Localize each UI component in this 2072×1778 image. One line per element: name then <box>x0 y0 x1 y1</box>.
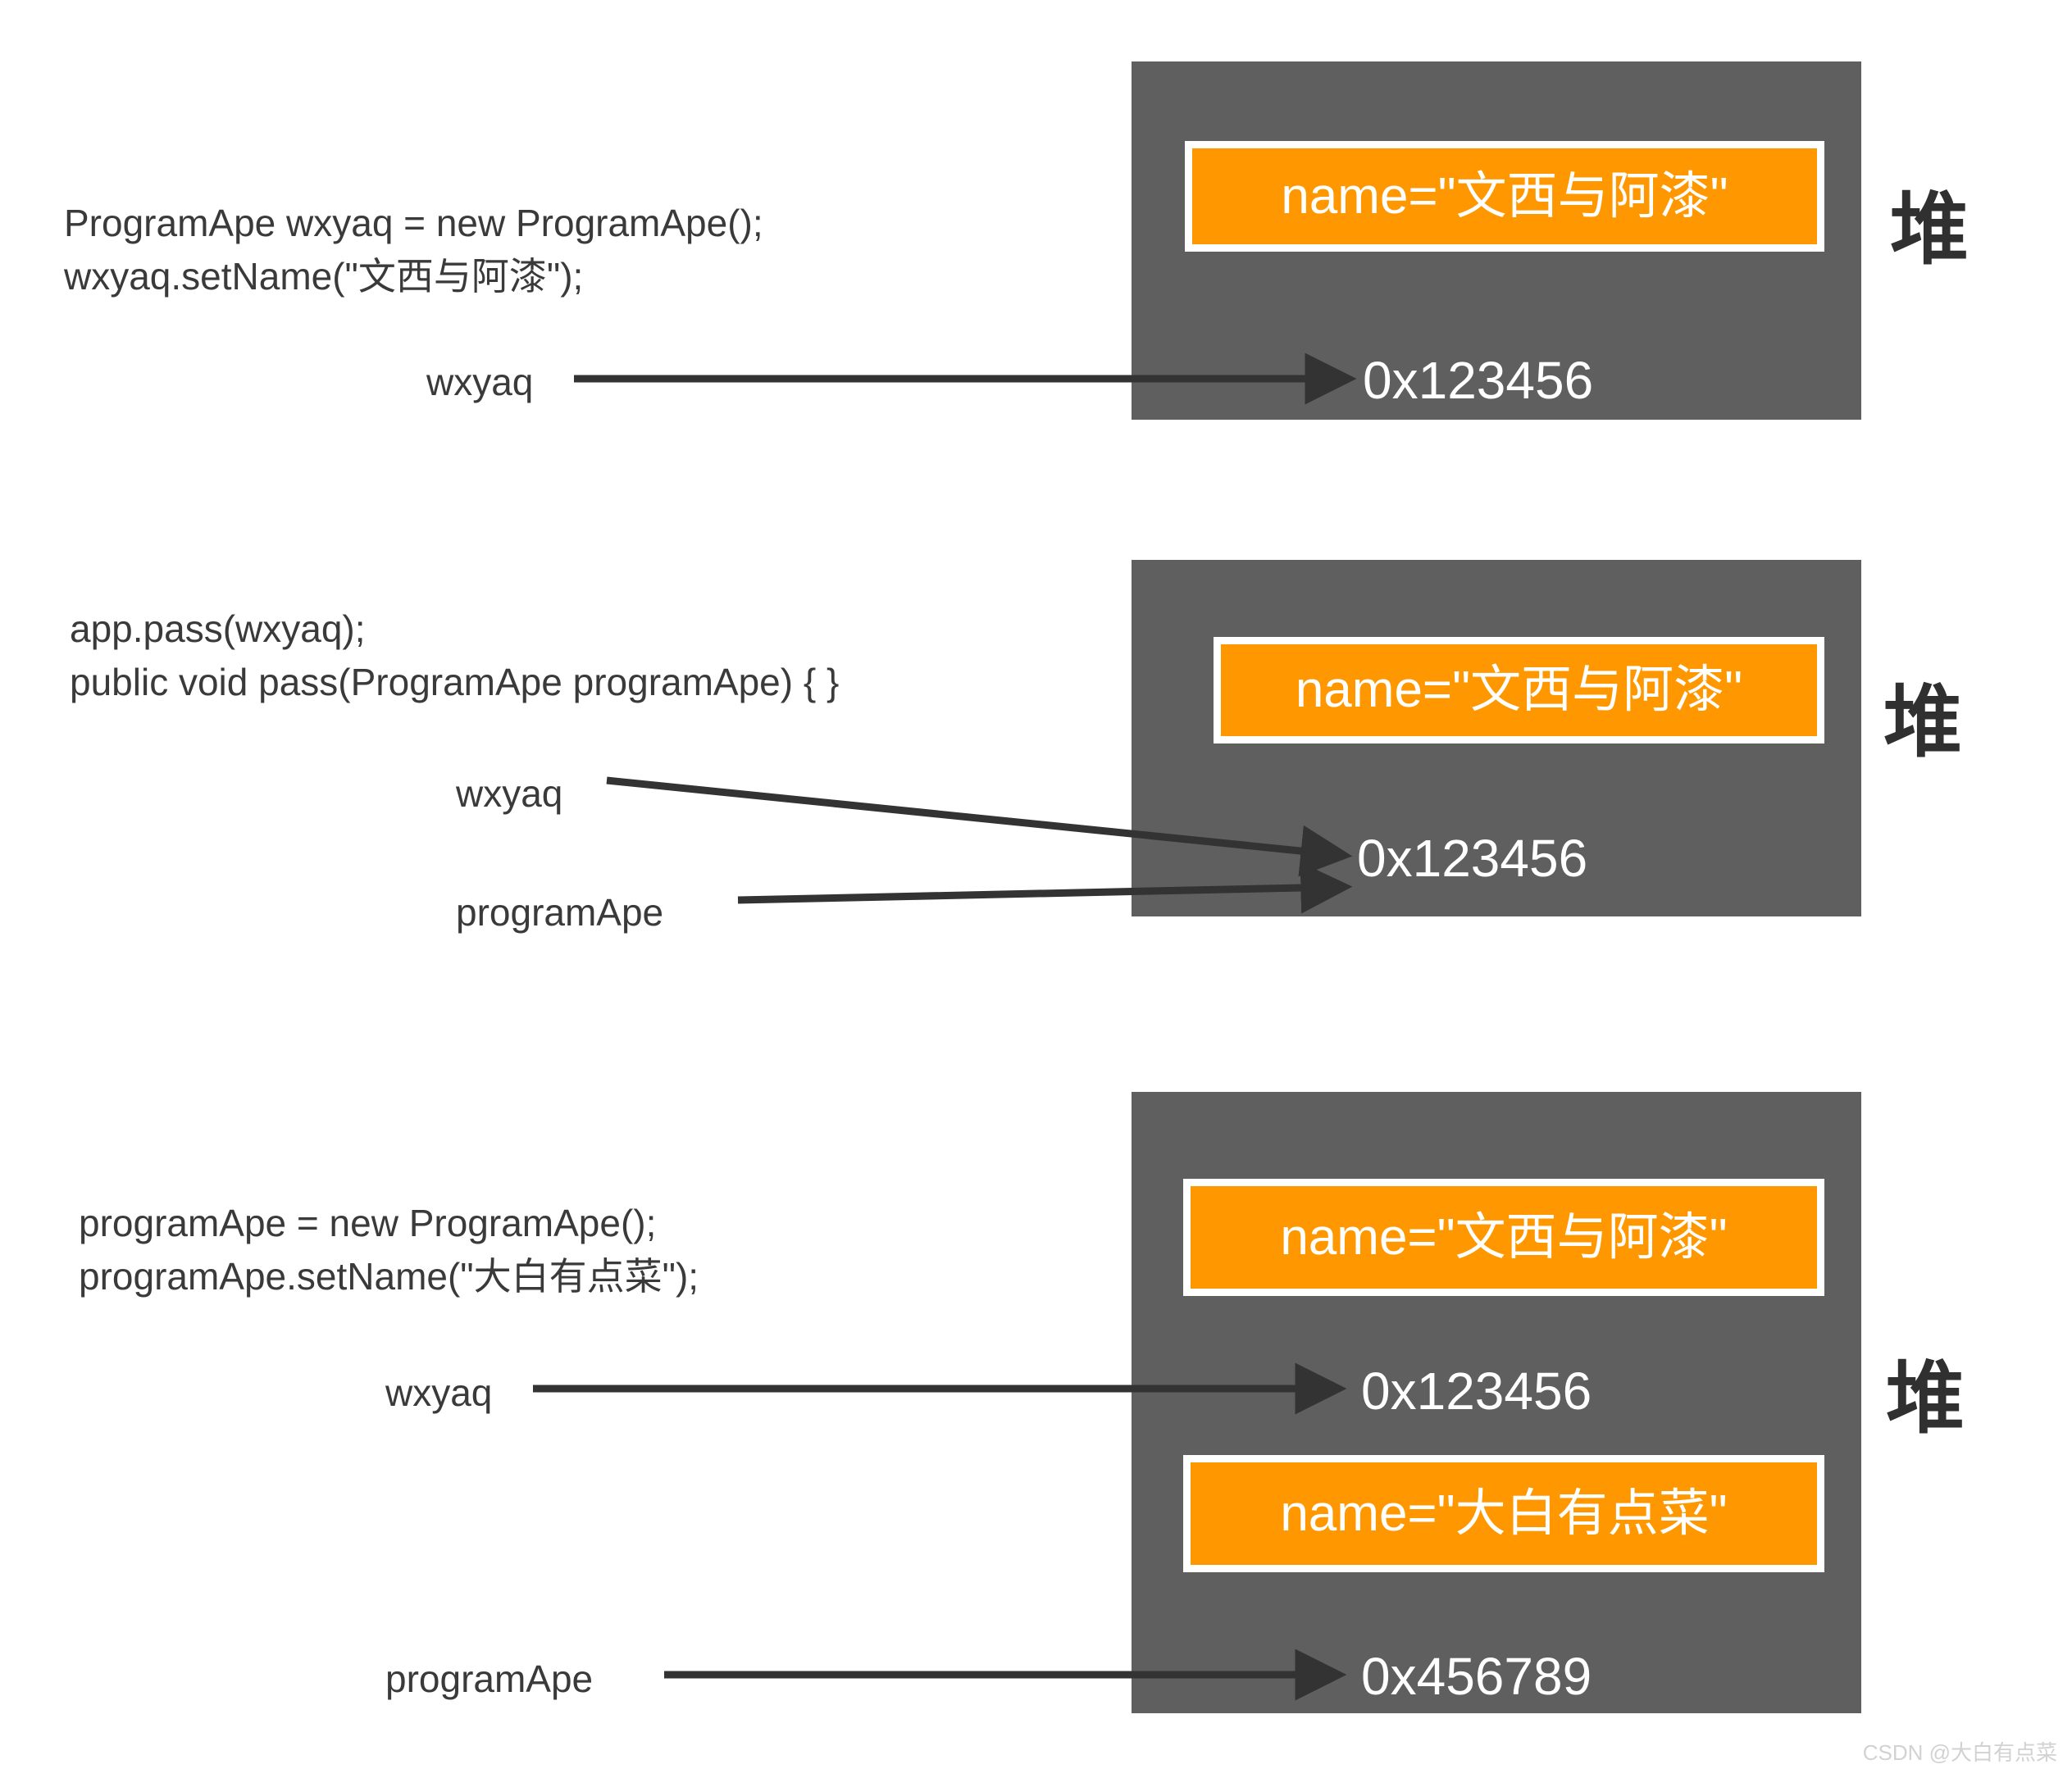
object-box-label: name="文西与阿漆" <box>1295 662 1743 719</box>
variable-label-programape-3: programApe <box>385 1657 594 1700</box>
heap-address-3-1: 0x123456 <box>1361 1362 1592 1421</box>
object-box-3-1: name="文西与阿漆" <box>1183 1179 1824 1296</box>
object-box-label: name="大白有点菜" <box>1280 1485 1728 1542</box>
code-snippet-1: ProgramApe wxyaq = new ProgramApe(); wxy… <box>64 202 763 298</box>
code-snippet-2: app.pass(wxyaq); public void pass(Progra… <box>70 607 840 704</box>
heap-address-2-1: 0x123456 <box>1357 829 1588 888</box>
code-snippet-3: programApe = new ProgramApe(); programAp… <box>79 1202 699 1298</box>
variable-label-wxyaq-2: wxyaq <box>456 772 563 815</box>
variable-label-wxyaq-3: wxyaq <box>385 1371 493 1414</box>
watermark: CSDN @大白有点菜 <box>1862 1740 2057 1765</box>
heap-address-3-2: 0x456789 <box>1361 1647 1592 1706</box>
heap-title-1: 堆 <box>1890 184 1969 275</box>
object-box-label: name="文西与阿漆" <box>1281 167 1728 225</box>
variable-label-wxyaq-1: wxyaq <box>426 361 534 403</box>
heap-title-3: 堆 <box>1886 1353 1965 1444</box>
heap-address-1-1: 0x123456 <box>1363 351 1594 410</box>
object-box-label: name="文西与阿漆" <box>1280 1208 1728 1266</box>
heap-title-2: 堆 <box>1883 676 1962 768</box>
object-box-2-1: name="文西与阿漆" <box>1214 637 1824 743</box>
object-box-1-1: name="文西与阿漆" <box>1185 141 1824 252</box>
variable-label-programape-2: programApe <box>456 891 664 934</box>
object-box-3-2: name="大白有点菜" <box>1183 1455 1824 1572</box>
